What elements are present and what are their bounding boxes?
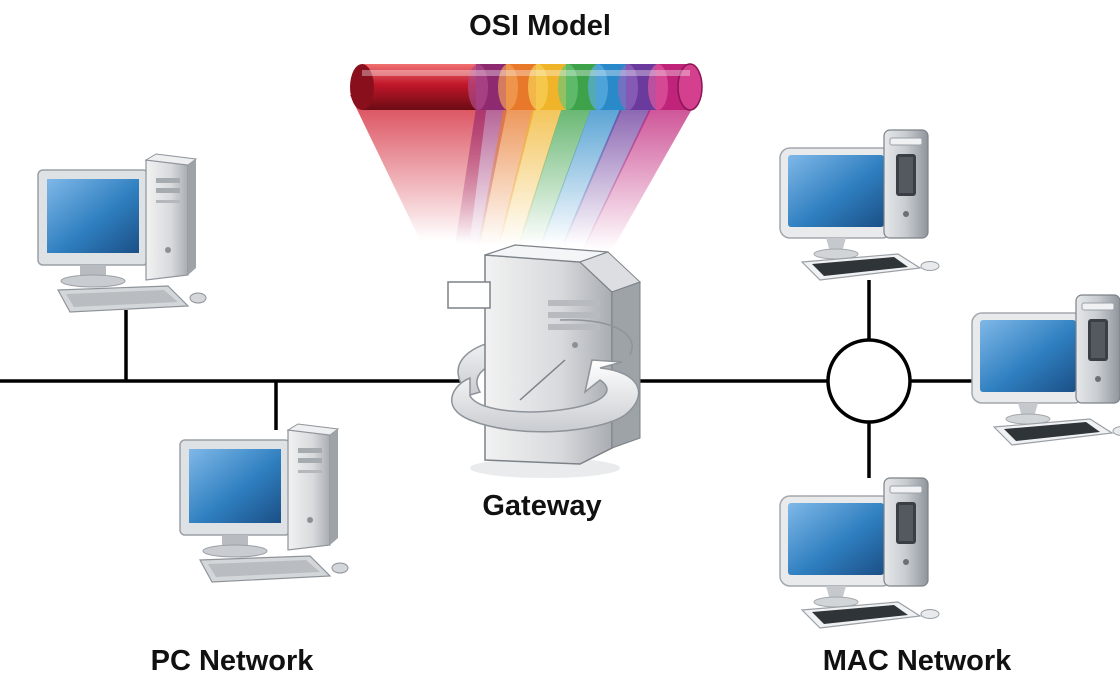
gateway-label: Gateway: [482, 490, 602, 522]
osi-layer-cylinder-icon: [350, 63, 703, 111]
pc-network-label: PC Network: [150, 645, 314, 677]
osi-spectrum-beams: [350, 95, 700, 250]
pc-computer-icon-1: [37, 153, 207, 313]
osi-model-label: OSI Model: [469, 10, 611, 42]
gateway-server-icon: [447, 244, 641, 478]
network-lines: [0, 280, 985, 478]
mac-network-label: MAC Network: [822, 645, 1012, 677]
pc-computer-icon-2: [179, 423, 349, 583]
mac-computer-icon-2: [971, 294, 1120, 446]
mac-computer-icon-1: [779, 129, 940, 281]
mac-computer-icon-3: [779, 477, 940, 629]
hub-circle-icon: [826, 338, 912, 424]
